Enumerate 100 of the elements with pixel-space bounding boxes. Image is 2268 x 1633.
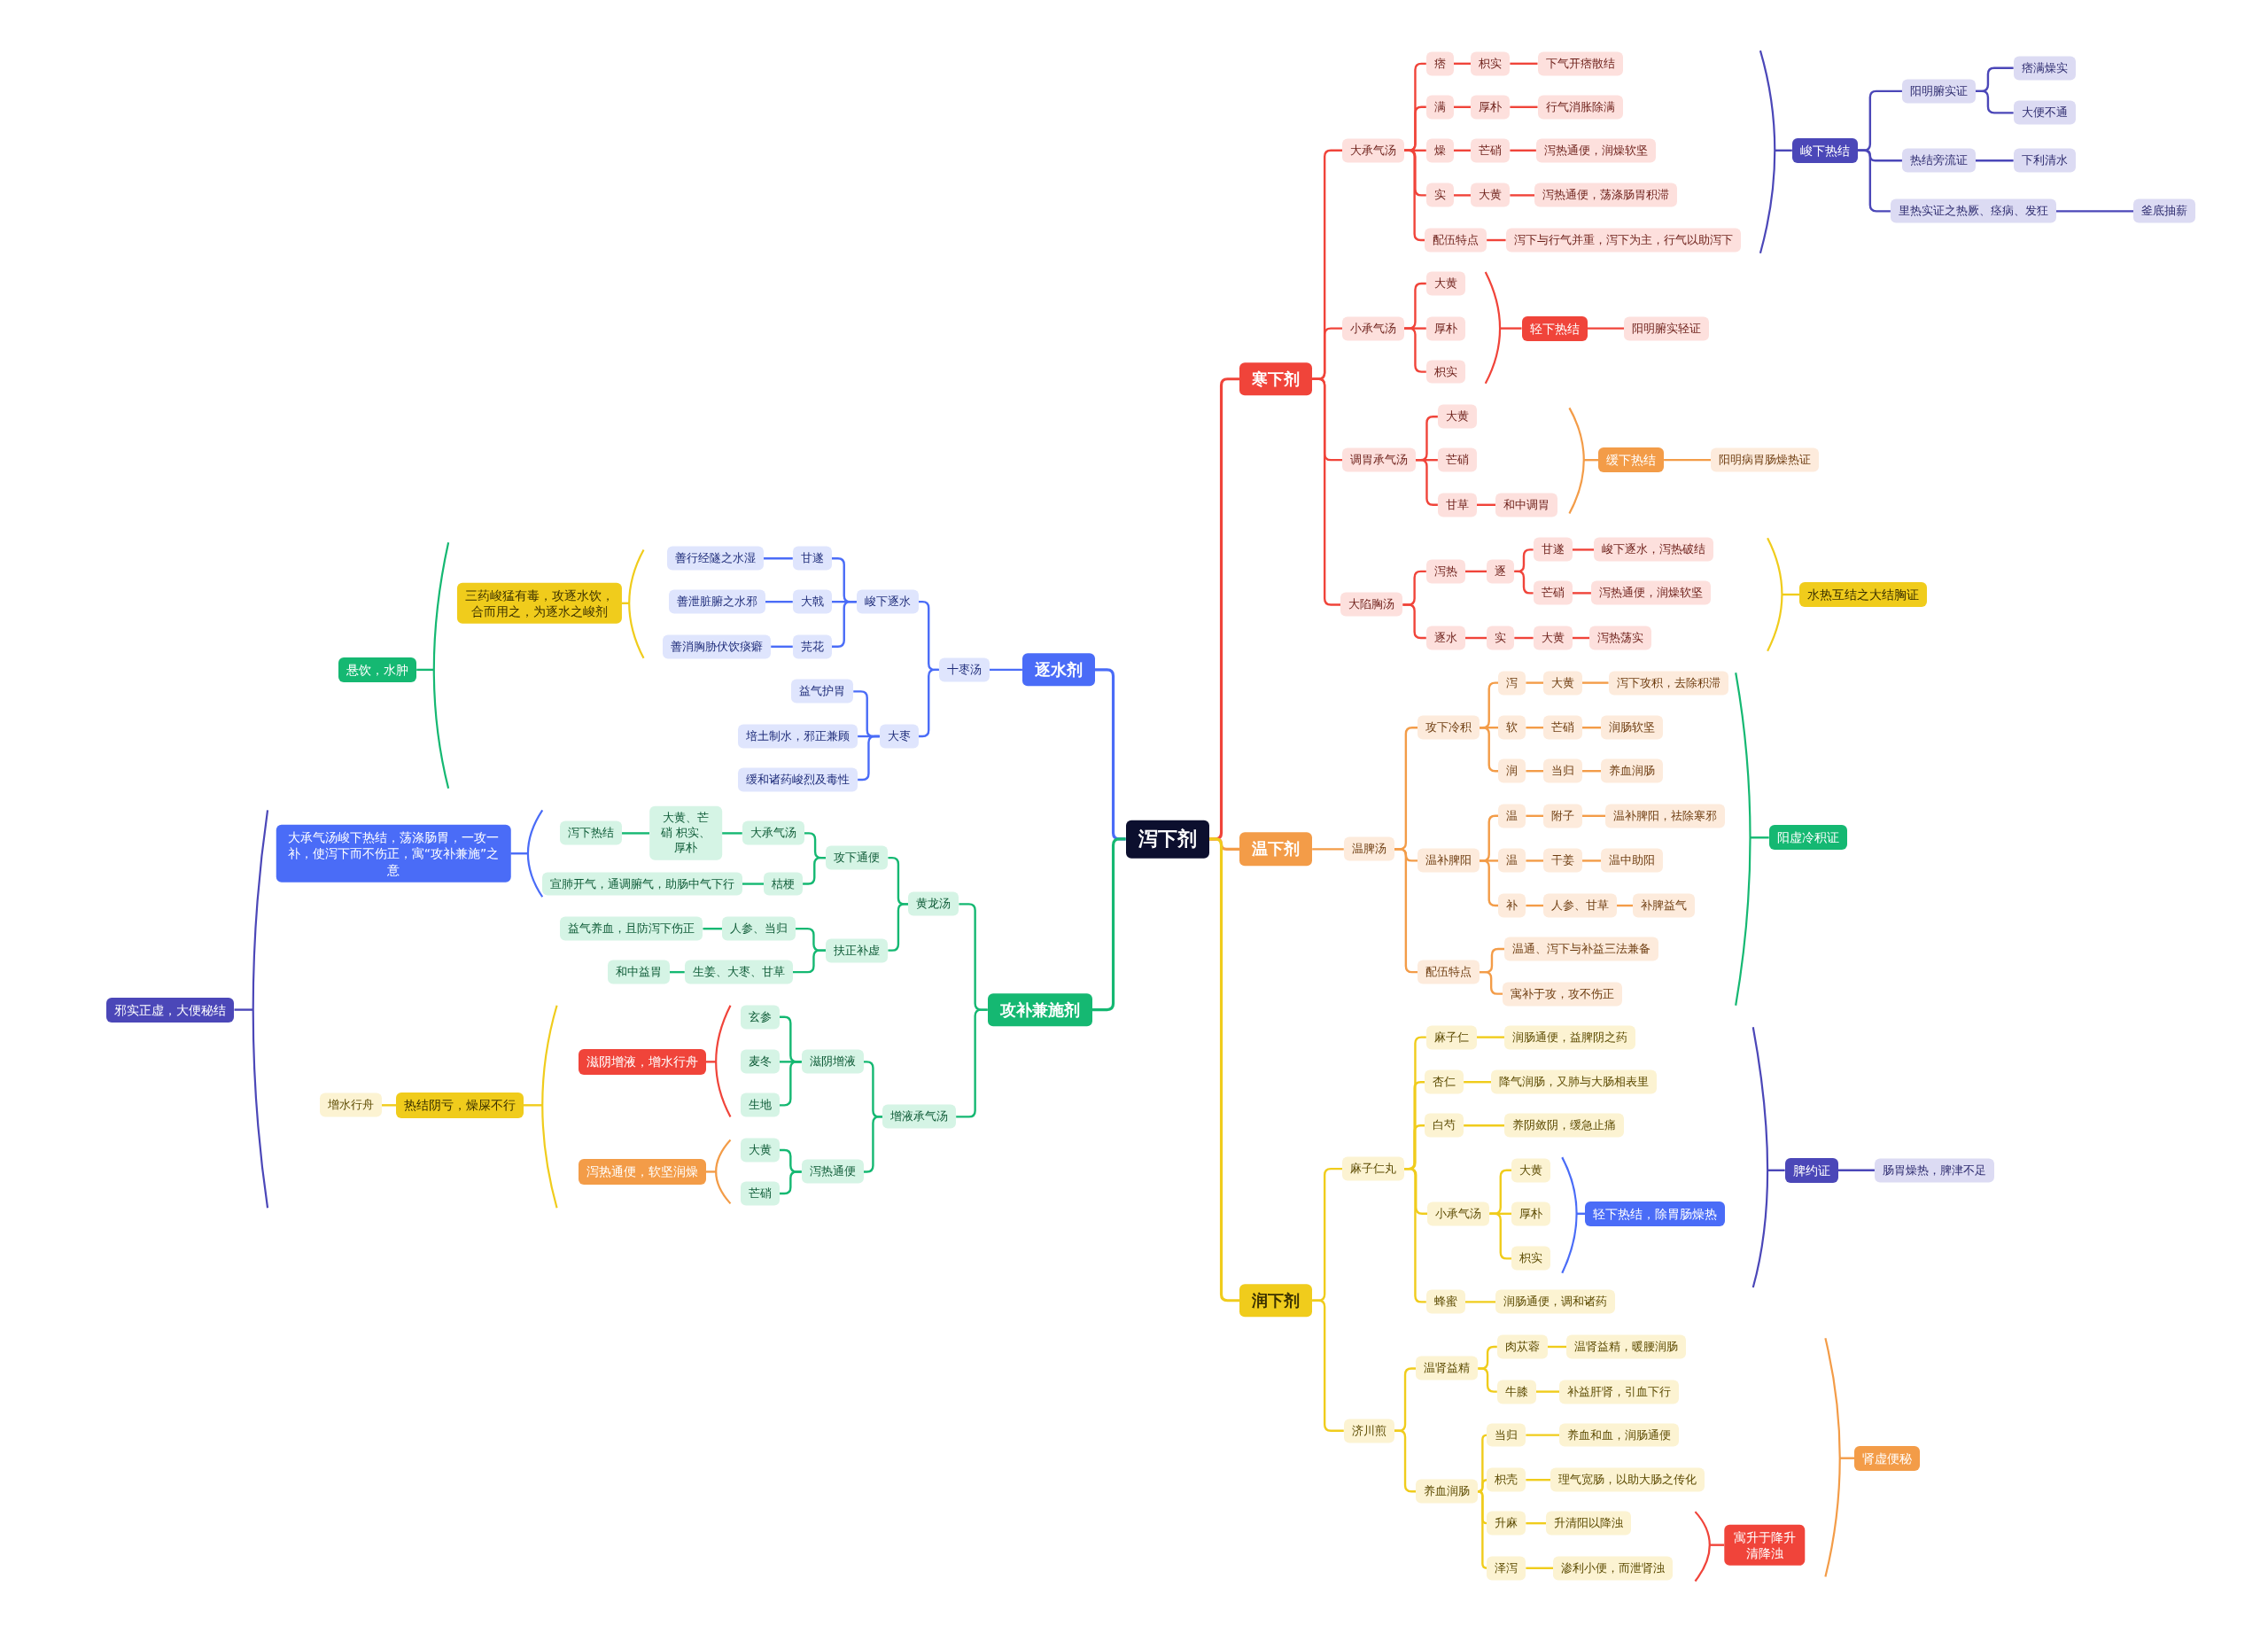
- connector-line: [382, 1104, 396, 1107]
- topic-box: 肉苁蓉: [1496, 1334, 1548, 1359]
- summary-connector: [1775, 149, 1792, 152]
- topic-box: 白芍: [1425, 1113, 1464, 1138]
- connector-line: [888, 903, 909, 952]
- summary-box: 泻热通便，软坚润燥: [578, 1159, 706, 1185]
- topic-box: 温肾益精: [1416, 1357, 1479, 1380]
- topic-box: 和中益胃: [607, 960, 670, 984]
- connector-line: [1464, 1081, 1492, 1084]
- connector-line: [803, 856, 827, 885]
- topic-box: 干姜: [1543, 849, 1583, 873]
- topic-box: 养血和血，润肠通便: [1559, 1423, 1679, 1447]
- connector-line: [792, 949, 827, 974]
- connector-line: [1572, 548, 1595, 551]
- connector-line: [1526, 770, 1544, 773]
- topic-box: 满: [1425, 95, 1454, 120]
- summary-connector: [705, 1170, 717, 1173]
- topic-box: 缓和诸药峻烈及毒性: [738, 767, 858, 792]
- topic-box: 调胃承气汤: [1342, 447, 1417, 472]
- connector-line: [956, 1008, 988, 1118]
- topic-box: 配伍特点: [1418, 960, 1480, 984]
- summary-box: 峻下热结: [1791, 137, 1858, 163]
- summary-box: 滋阴增液，增水行舟: [578, 1049, 706, 1075]
- central-topic: 泻下剂: [1125, 820, 1209, 859]
- summary-connector: [416, 668, 434, 672]
- topic-box: 蜂蜜: [1425, 1289, 1465, 1314]
- topic-box: 枳实: [1471, 51, 1511, 76]
- summary-connector: [1500, 327, 1522, 330]
- topic-box: 痞: [1425, 51, 1454, 76]
- connector-line: [1617, 904, 1634, 907]
- summary-box: 三药峻猛有毒，攻逐水饮，合而用之，为逐水之峻剂: [456, 582, 622, 624]
- connector-line: [1464, 1301, 1496, 1303]
- connector-line: [1510, 149, 1536, 152]
- connector-line: [989, 668, 1022, 672]
- connector-line: [1453, 149, 1472, 152]
- branch-topic: 攻补兼施剂: [987, 992, 1092, 1027]
- topic-box: 生地: [741, 1093, 780, 1117]
- topic-box: 甘草: [1437, 493, 1477, 517]
- summary-box: 轻下热结: [1521, 315, 1588, 341]
- topic-box: 大枣: [879, 724, 919, 749]
- connector-line: [1312, 848, 1344, 851]
- topic-box: 温补脾阳，祛除寒邪: [1605, 804, 1726, 828]
- topic-box: 燥: [1425, 138, 1454, 163]
- topic-box: 养阴敛阴，缓急止痛: [1503, 1113, 1624, 1138]
- summary-box: 悬饮，水肿: [338, 657, 417, 682]
- connector-line: [1476, 1036, 1504, 1038]
- topic-box: 养血润肠: [1416, 1479, 1479, 1504]
- branch-topic: 温下剂: [1239, 832, 1313, 867]
- connector-line: [1510, 194, 1535, 197]
- connector-line: [1464, 570, 1487, 573]
- connector-line: [1526, 814, 1544, 817]
- topic-box: 下利清水: [2013, 148, 2076, 173]
- topic-box: 杏仁: [1425, 1069, 1464, 1094]
- topic-box: 里热实证之热厥、痉病、发狂: [1890, 198, 2056, 223]
- topic-box: 温肾益精，暖腰润肠: [1566, 1334, 1687, 1359]
- topic-box: 人参、甘草: [1543, 893, 1618, 918]
- connector-line: [1975, 89, 2014, 114]
- connector-line: [831, 600, 857, 648]
- branch-topic: 润下剂: [1239, 1284, 1313, 1318]
- topic-box: 釜底抽薪: [2133, 198, 2196, 223]
- connector-line: [858, 735, 880, 782]
- topic-box: 善行经隧之水湿: [667, 546, 765, 571]
- topic-box: 桔梗: [764, 872, 804, 896]
- topic-box: 当归: [1543, 758, 1583, 783]
- connector-line: [780, 1170, 802, 1195]
- topic-box: 厚朴: [1511, 1201, 1551, 1226]
- topic-box: 热结旁流证: [1901, 148, 1976, 173]
- topic-box: 人参、当归: [721, 916, 796, 941]
- topic-box: 降气润肠，又肺与大肠相表里: [1491, 1069, 1658, 1094]
- connector-line: [1487, 238, 1506, 242]
- topic-box: 小承气汤: [1342, 316, 1405, 341]
- topic-box: 阳明病胃肠燥热证: [1711, 447, 1820, 472]
- topic-box: 润: [1498, 758, 1526, 783]
- topic-box: 增液承气汤: [882, 1104, 957, 1129]
- topic-box: 大黄: [1425, 271, 1465, 296]
- topic-box: 泻热荡实: [1589, 626, 1652, 650]
- connector-line: [1404, 327, 1426, 373]
- summary-connector: [1782, 593, 1799, 596]
- topic-box: 温中助阳: [1601, 849, 1664, 873]
- connector-line: [1208, 837, 1240, 1303]
- topic-box: 枳壳: [1487, 1467, 1526, 1492]
- topic-box: 升清阳以降浊: [1546, 1511, 1632, 1536]
- topic-box: 泻热: [1425, 559, 1465, 584]
- topic-box: 麦冬: [741, 1049, 780, 1074]
- topic-box: 寓补于攻，攻不伤正: [1503, 982, 1623, 1007]
- connector-line: [1514, 636, 1534, 640]
- topic-box: 泽泻: [1487, 1556, 1526, 1581]
- connector-line: [1404, 1167, 1426, 1303]
- topic-box: 润肠通便，调和诸药: [1495, 1289, 1616, 1314]
- connector-line: [1510, 62, 1538, 66]
- topic-box: 温: [1498, 849, 1526, 873]
- summary-connector: [524, 1104, 543, 1107]
- topic-box: 芒硝: [1543, 715, 1583, 740]
- topic-box: 大承气汤: [742, 820, 804, 845]
- connector-line: [703, 927, 722, 930]
- summary-connector: [1750, 836, 1769, 839]
- topic-box: 补脾益气: [1633, 893, 1696, 918]
- topic-box: 肠胃燥热，脾津不足: [1874, 1158, 1994, 1183]
- topic-box: 峻下逐水: [856, 589, 919, 614]
- topic-box: 牛膝: [1496, 1380, 1536, 1404]
